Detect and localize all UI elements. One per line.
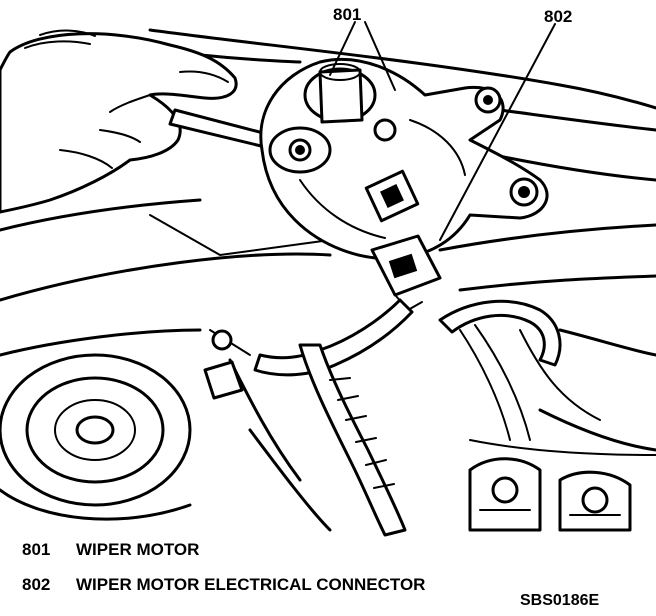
strut-tower [0,353,192,521]
legend-number: 802 [22,575,51,594]
body-panel [0,28,656,532]
callout-leaders [329,21,556,241]
hand [0,29,238,214]
wiring-harness [253,298,601,537]
legend-text: WIPER MOTOR ELECTRICAL CONNECTOR [76,575,426,594]
lower-right-components [468,457,632,532]
legend-item: 802 WIPER MOTOR ELECTRICAL CONNECTOR [22,575,425,595]
wiper-motor [259,57,549,261]
ground-bolt [203,329,251,400]
electrical-connector [370,234,442,311]
legend-text: WIPER MOTOR [76,540,200,559]
figure-code: SBS0186E [520,592,600,609]
callout-802: 802 [544,7,572,26]
callout-801: 801 [333,5,361,24]
legend-number: 801 [22,540,51,559]
legend-item: 801 WIPER MOTOR [22,540,199,560]
